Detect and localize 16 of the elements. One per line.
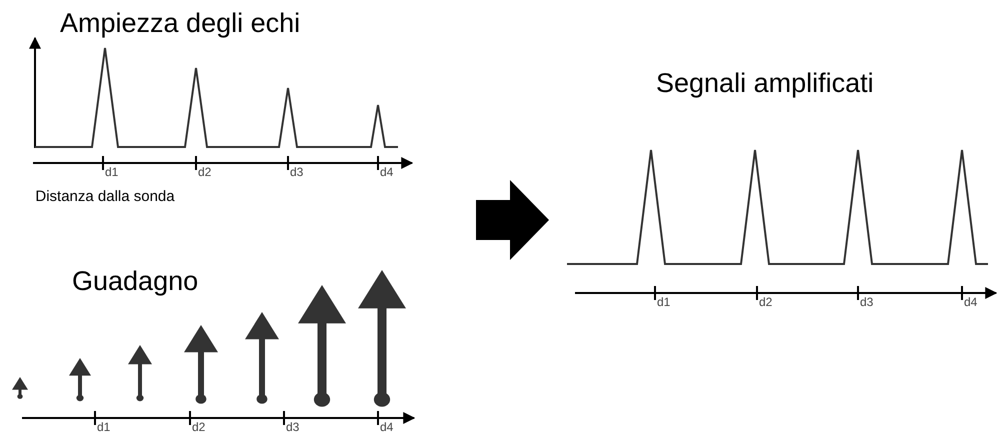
tick-label: d3 bbox=[286, 421, 300, 435]
axis-title: Distanza dalla sonda bbox=[35, 188, 175, 206]
tick-label: d4 bbox=[380, 166, 394, 180]
tick-label: d2 bbox=[759, 296, 772, 310]
tick-label: d2 bbox=[192, 421, 206, 435]
tick-label: d2 bbox=[198, 166, 212, 180]
tick-label: d4 bbox=[380, 421, 394, 435]
chart-title: Guadagno bbox=[72, 266, 198, 298]
tick-label: d3 bbox=[860, 296, 874, 310]
tick-label: d4 bbox=[964, 296, 978, 310]
tick-label: d1 bbox=[657, 296, 670, 310]
tick-label: d3 bbox=[290, 166, 304, 180]
chart-title: Ampiezza degli echi bbox=[60, 8, 300, 40]
tick-label: d1 bbox=[105, 166, 118, 180]
tick-label: d1 bbox=[97, 421, 110, 435]
chart-title: Segnali amplificati bbox=[656, 68, 874, 100]
